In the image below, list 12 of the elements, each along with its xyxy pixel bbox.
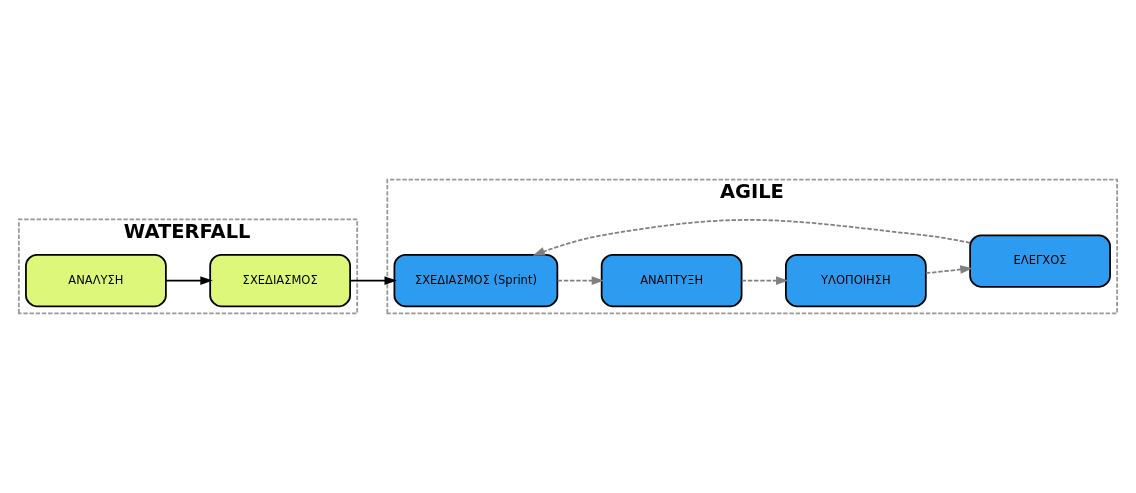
arrow bbox=[532, 219, 971, 256]
node-box: ΥΛΟΠΟΙΗΣΗ bbox=[785, 254, 927, 308]
arrow bbox=[925, 265, 973, 275]
node-box: ΕΛΕΓΧΟΣ bbox=[969, 234, 1111, 288]
node-box: ΣΧΕΔΙΑΣΜΟΣ bbox=[209, 254, 351, 308]
node-box: ΑΝΑΛΥΣΗ bbox=[25, 254, 167, 308]
arrow bbox=[349, 276, 397, 285]
arrow bbox=[165, 276, 213, 285]
arrow bbox=[740, 276, 789, 285]
node-box: ΣΧΕΔΙΑΣΜΟΣ (Sprint) bbox=[393, 254, 559, 308]
node-box: ΑΝΑΠΤΥΞΗ bbox=[600, 254, 743, 308]
arrow bbox=[556, 276, 605, 285]
